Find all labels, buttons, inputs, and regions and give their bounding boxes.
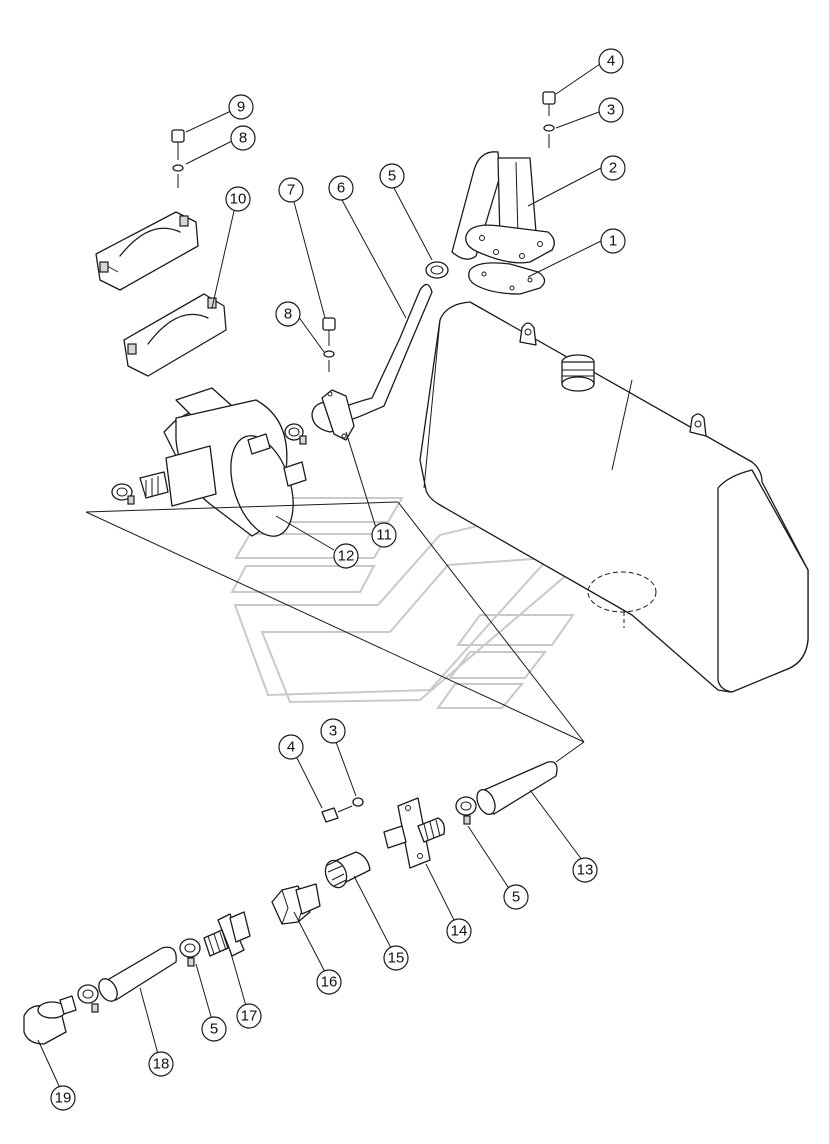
callout-circle [320, 718, 346, 744]
callout-12: 12 [333, 543, 359, 569]
callout-circle [50, 1085, 76, 1111]
callout-label: 8 [239, 130, 247, 147]
callout-label: 5 [210, 1021, 218, 1038]
suction-pipe-assembly [425, 151, 555, 295]
bolt-mid [322, 317, 336, 372]
swivel-fitting [324, 851, 371, 889]
nut-adapter [271, 883, 321, 925]
callout-circle [236, 1003, 262, 1029]
suction-hose [77, 938, 201, 1013]
callout-label: 5 [388, 168, 396, 185]
callout-circle [503, 884, 529, 910]
callout-circle [201, 1016, 227, 1042]
callout-circle [572, 857, 598, 883]
callout-15: 15 [383, 945, 409, 971]
callout-18: 18 [148, 1051, 174, 1077]
callout-label: 11 [376, 527, 392, 544]
callout-label: 4 [287, 739, 295, 756]
callout-7: 7 [278, 177, 304, 203]
hydraulic-tank [419, 301, 809, 693]
callout-label: 4 [607, 53, 615, 70]
callout-label: 9 [237, 99, 245, 116]
callout-1: 1 [600, 228, 626, 254]
callout-label: 3 [607, 102, 615, 119]
callout-label: 16 [321, 974, 338, 991]
callout-label: 19 [55, 1090, 72, 1107]
callout-label: 6 [337, 180, 345, 197]
callout-label: 10 [230, 191, 247, 208]
callout-label: 1 [609, 233, 617, 250]
callout-label: 18 [153, 1056, 170, 1073]
callout-label: 15 [388, 950, 405, 967]
callout-circle [230, 125, 256, 151]
callout-circle [225, 186, 251, 212]
callout-8-top: 8 [230, 125, 256, 151]
callout-6: 6 [328, 175, 354, 201]
callout-5-bottom: 5 [201, 1016, 227, 1042]
callout-circle [316, 969, 342, 995]
return-filter [111, 387, 307, 537]
callout-11: 11 [371, 522, 397, 548]
callout-16: 16 [316, 969, 342, 995]
callout-circle [228, 94, 254, 120]
callout-label: 5 [512, 889, 520, 906]
callout-label: 3 [329, 723, 337, 740]
callout-circle [328, 175, 354, 201]
callout-4-lower: 4 [278, 734, 304, 760]
callout-circle [600, 155, 626, 181]
callout-3-top: 3 [598, 97, 624, 123]
callout-circle [383, 945, 409, 971]
callout-circle [598, 97, 624, 123]
callout-13: 13 [572, 857, 598, 883]
callout-label: 14 [451, 923, 468, 940]
flange-adapter [383, 797, 446, 869]
callout-3-lower: 3 [320, 718, 346, 744]
callout-4-top: 4 [598, 48, 624, 74]
callout-14: 14 [446, 918, 472, 944]
callout-label: 7 [287, 182, 295, 199]
callout-circle [371, 522, 397, 548]
bolt-top-left [171, 129, 185, 188]
leader-lines [37, 63, 602, 1089]
callout-17: 17 [236, 1003, 262, 1029]
callout-circle [148, 1051, 174, 1077]
callout-label: 12 [338, 548, 355, 565]
callout-circle [446, 918, 472, 944]
return-pipe [311, 283, 433, 441]
callout-5-lower: 5 [503, 884, 529, 910]
callout-circle [278, 177, 304, 203]
callout-label: 13 [577, 862, 594, 879]
callout-circle [600, 228, 626, 254]
callout-circle [278, 734, 304, 760]
callout-10: 10 [225, 186, 251, 212]
filter-clamp-halves [95, 211, 227, 377]
callout-2: 2 [600, 155, 626, 181]
callout-9: 9 [228, 94, 254, 120]
callout-5-top: 5 [379, 163, 405, 189]
callout-circle [379, 163, 405, 189]
callout-label: 17 [241, 1008, 258, 1025]
callout-circle [275, 301, 301, 327]
callout-circle [333, 543, 359, 569]
bolt-lower [321, 797, 364, 823]
bolt-top-right [542, 91, 556, 148]
callout-label: 8 [284, 306, 292, 323]
callout-label: 2 [609, 160, 617, 177]
callout-8-mid: 8 [275, 301, 301, 327]
callout-circle [598, 48, 624, 74]
callout-19: 19 [50, 1085, 76, 1111]
hose-barb [203, 911, 251, 957]
end-cap [23, 995, 77, 1045]
outlet-pipe [455, 761, 558, 825]
